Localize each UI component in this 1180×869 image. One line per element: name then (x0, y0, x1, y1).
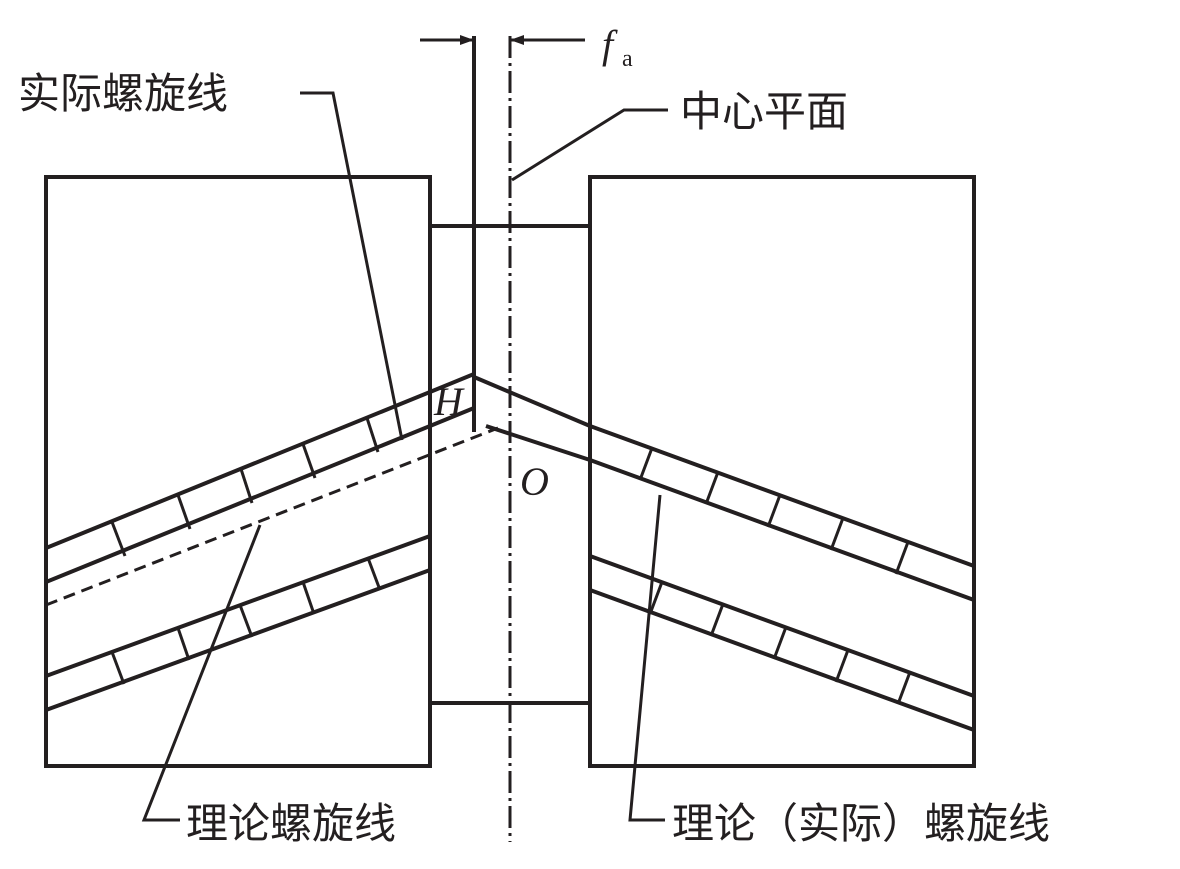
left-helix-upper-band (46, 390, 430, 584)
apex-to-right-upper (473, 375, 591, 428)
label-theoretical-actual-helix: 理论（实际）螺旋线 (672, 799, 1050, 848)
label-center-plane: 中心平面 (680, 87, 848, 136)
actual-helix-gap-lower (429, 406, 475, 428)
label-theoretical-helix: 理论螺旋线 (186, 799, 396, 848)
label-actual-helix: 实际螺旋线 (18, 69, 228, 118)
right-helix-upper-band (590, 424, 974, 602)
left-gear-block (44, 175, 432, 768)
left-helix-lower-band (46, 534, 430, 712)
leader-center-plane (511, 108, 668, 182)
right-gear-block (588, 175, 976, 768)
leader-theoretical-actual-helix (628, 494, 665, 822)
apex-to-right-lower (485, 424, 591, 462)
leader-actual-helix (300, 91, 404, 441)
leader-theoretical-helix (141, 524, 262, 822)
theoretical-helix-dashed (45, 426, 499, 607)
right-helix-lower-band (590, 554, 974, 732)
label-offset-subscript: a (622, 46, 633, 72)
actual-helix-gap-upper (429, 372, 475, 394)
label-offset-symbol: f (602, 22, 618, 67)
label-point-o: O (520, 459, 549, 504)
label-point-h: H (433, 379, 465, 424)
